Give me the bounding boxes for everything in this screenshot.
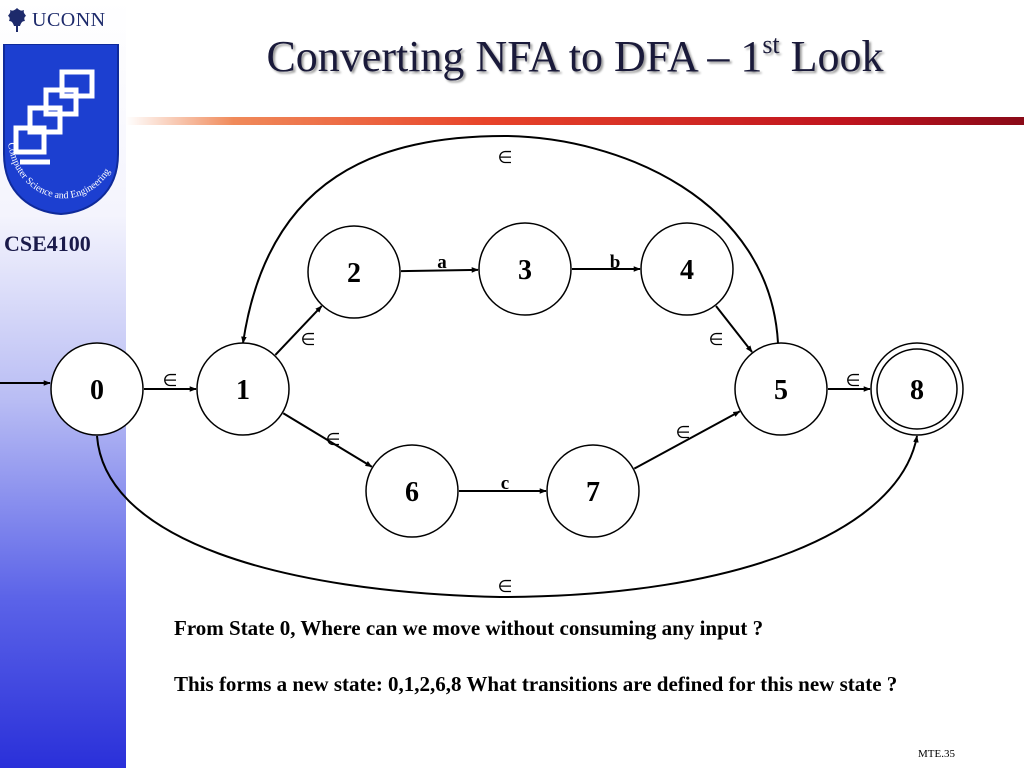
state-6: 6 <box>365 444 459 538</box>
computers-icon <box>13 69 95 165</box>
state-label: 6 <box>405 477 419 508</box>
transition-label-7-5: ∈ <box>676 423 691 442</box>
transition-0-8 <box>96 435 919 599</box>
state-7: 7 <box>546 444 640 538</box>
transition-2-3 <box>400 267 479 273</box>
state-1: 1 <box>196 342 290 436</box>
transition-label-0-1: ∈ <box>163 371 178 390</box>
transition-4-5 <box>715 305 753 353</box>
slide-title: Converting NFA to DFA – 1st Look <box>266 30 884 81</box>
state-2: 2 <box>307 225 401 319</box>
transition-label-5-8: ∈ <box>846 371 861 390</box>
transition-1-6 <box>282 412 373 468</box>
question-1: From State 0, Where can we move without … <box>174 616 764 640</box>
state-label: 5 <box>774 375 788 406</box>
state-0: 0 <box>50 342 144 436</box>
transition-label-4-5: ∈ <box>709 330 724 349</box>
state-label: 3 <box>518 255 532 286</box>
state-label: 7 <box>586 477 600 508</box>
state-3: 3 <box>478 222 572 316</box>
state-label: 1 <box>236 375 250 406</box>
transition-label-6-7: c <box>501 473 509 494</box>
transition-label-3-4: b <box>610 252 621 273</box>
university-name: UCONN <box>32 8 106 31</box>
title-divider <box>126 117 1024 125</box>
transition-label-1-2: ∈ <box>301 330 316 349</box>
oak-leaf-icon <box>8 8 26 32</box>
uconn-logo: UCONN <box>6 6 106 34</box>
state-label: 0 <box>90 375 104 406</box>
state-label: 4 <box>680 255 694 286</box>
state-label: 2 <box>347 258 361 289</box>
transition-1-2 <box>274 305 323 356</box>
slide-number: MTE.35 <box>918 748 955 760</box>
transition-label-0-8: ∈ <box>498 577 513 596</box>
state-5: 5 <box>734 342 828 436</box>
transition-label-5-1: ∈ <box>498 148 513 167</box>
course-code: CSE4100 <box>4 231 91 256</box>
transition-5-1 <box>241 134 779 344</box>
transition-label-2-3: a <box>437 252 447 273</box>
state-8: 8 <box>870 342 964 436</box>
department-seal: Computer Science and Engineering <box>3 44 119 216</box>
transition-label-1-6: ∈ <box>326 430 341 449</box>
question-2: This forms a new state: 0,1,2,6,8 What t… <box>174 672 898 696</box>
state-label: 8 <box>910 375 924 406</box>
state-4: 4 <box>640 222 734 316</box>
transition-7-5 <box>633 410 741 470</box>
